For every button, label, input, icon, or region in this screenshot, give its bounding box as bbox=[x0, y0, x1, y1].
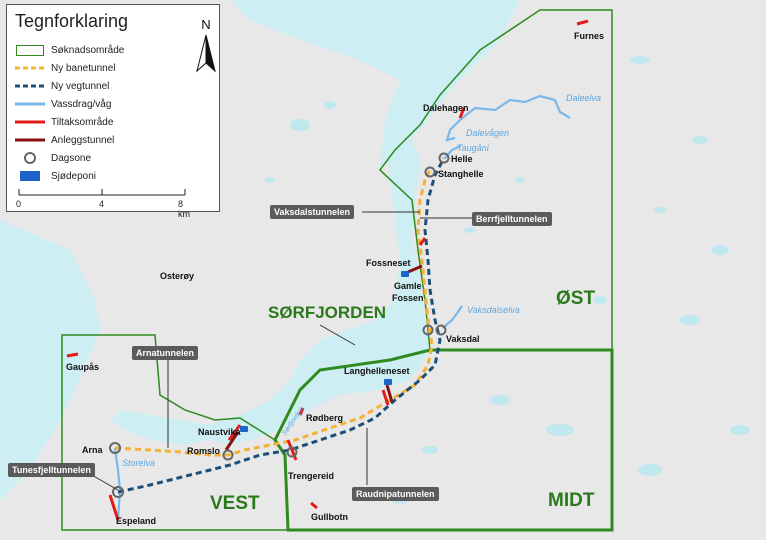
scale-bar: 0 4 8 km bbox=[15, 185, 195, 219]
legend-item-measure-area: Tiltaksområde bbox=[15, 115, 113, 129]
construction-tunnels bbox=[224, 264, 423, 451]
vaksdalselva-line bbox=[442, 305, 463, 329]
blue-line-icon bbox=[15, 102, 45, 106]
region-sorfjorden: SØRFJORDEN bbox=[268, 303, 387, 322]
green-outline-icon bbox=[16, 45, 44, 56]
scale-tick-0: 0 bbox=[16, 199, 22, 209]
blue-square-icon bbox=[20, 171, 40, 181]
place-trengereid: Trengereid bbox=[288, 471, 335, 481]
fjord-west bbox=[0, 220, 100, 500]
region-midt: MIDT bbox=[548, 490, 595, 511]
place-gamle-fossen: Gamle Fossen bbox=[392, 281, 424, 303]
place-stanghelle: Stanghelle bbox=[438, 169, 484, 179]
water-storelva: Storelva bbox=[122, 458, 156, 468]
place-osteroy: Osterøy bbox=[160, 271, 195, 281]
legend-item-road-tunnel: Ny vegtunnel bbox=[15, 79, 109, 93]
region-ost: ØST bbox=[556, 288, 596, 309]
area-midt bbox=[273, 348, 614, 532]
tunnel-label-arnatunnelen: Arnatunnelen bbox=[132, 346, 199, 360]
dalevagen-line bbox=[445, 119, 461, 142]
sea-deposits bbox=[240, 271, 409, 432]
legend-item-day-zone: Dagsone bbox=[15, 151, 91, 165]
area-vest bbox=[61, 334, 289, 531]
region-vest: VEST bbox=[210, 493, 260, 514]
orange-dashed-line-icon bbox=[15, 66, 45, 70]
road-tunnel-line bbox=[117, 157, 446, 494]
application-areas bbox=[61, 9, 614, 532]
north-label: N bbox=[201, 17, 210, 32]
place-rodberg: Rødberg bbox=[306, 413, 343, 423]
place-furnes: Furnes bbox=[574, 31, 605, 41]
area-ost bbox=[378, 9, 613, 351]
legend-item-construction-tunnel: Anleggstunnel bbox=[15, 133, 114, 147]
place-dalehagen: Dalehagen bbox=[423, 103, 469, 113]
leader-lines bbox=[89, 211, 474, 491]
water-dalevagen: Dalevågen bbox=[466, 128, 510, 138]
grey-circle-icon bbox=[24, 152, 36, 164]
scale-tick-8: 8 km bbox=[178, 199, 190, 219]
red-line-icon bbox=[15, 120, 45, 124]
darkred-line-icon bbox=[15, 138, 45, 142]
tunnel-label-vaksdalstunnelen: Vaksdalstunnelen bbox=[270, 205, 355, 219]
scale-tick-4: 4 bbox=[99, 199, 105, 209]
place-gullbotn: Gullbotn bbox=[311, 512, 348, 522]
legend-item-watercourse: Vassdrag/våg bbox=[15, 97, 111, 111]
tunnel-label-tunesfjelltunnelen: Tunesfjelltunnelen bbox=[8, 463, 95, 477]
legend-panel: Tegnforklaring N Søknadsområde Ny banetu… bbox=[6, 4, 220, 219]
measure-areas bbox=[66, 19, 589, 521]
legend-item-application-area: Søknadsområde bbox=[15, 43, 124, 57]
place-helle: Helle bbox=[451, 154, 473, 164]
water-taugani: Taugåni bbox=[457, 143, 489, 153]
storelva-line bbox=[113, 447, 122, 521]
legend-item-sea-deposit: Sjødeponi bbox=[15, 169, 96, 183]
sorfjorden-water bbox=[110, 135, 430, 445]
water-vaksdalselva: Vaksdalselva bbox=[467, 305, 520, 315]
navy-dashed-line-icon bbox=[15, 84, 45, 88]
daleelva-line bbox=[459, 94, 571, 121]
place-naustvika: Naustvika bbox=[198, 427, 241, 437]
place-fossneset: Fossneset bbox=[366, 258, 411, 268]
place-gaupas: Gaupås bbox=[66, 362, 100, 372]
place-espeland: Espeland bbox=[116, 516, 157, 526]
legend-item-rail-tunnel: Ny banetunnel bbox=[15, 61, 116, 75]
legend-title: Tegnforklaring bbox=[15, 11, 129, 31]
north-arrow-icon: N bbox=[193, 15, 219, 75]
tunnel-label-berrfjelltunnelen: Berrfjelltunnelen bbox=[472, 212, 552, 226]
place-langhelleneset: Langhelleneset bbox=[344, 366, 410, 376]
place-romslo: Romslo bbox=[187, 446, 221, 456]
fjord-north bbox=[230, 0, 520, 170]
tunnel-label-raudnipatunnelen: Raudnipatunnelen bbox=[352, 487, 439, 501]
water-daleelva: Daleelva bbox=[566, 93, 602, 103]
place-arna: Arna bbox=[82, 445, 103, 455]
day-zones bbox=[109, 152, 450, 498]
place-vaksdal: Vaksdal bbox=[446, 334, 480, 344]
rivers bbox=[113, 94, 571, 521]
lakes bbox=[265, 56, 750, 504]
